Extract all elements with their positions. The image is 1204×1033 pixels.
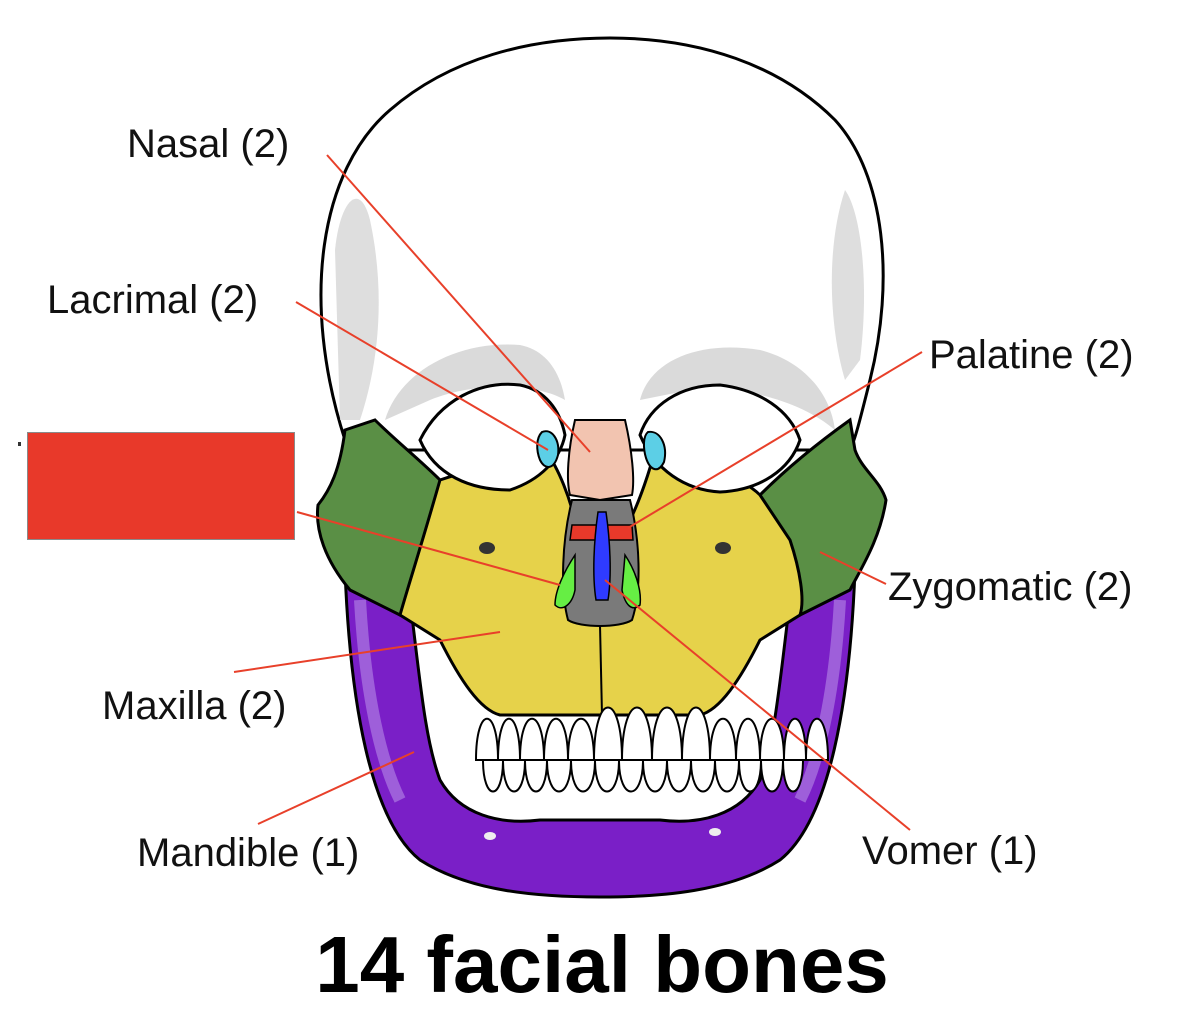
lower-tooth <box>501 759 527 793</box>
upper-tooth <box>474 717 500 761</box>
leader-zygomatic <box>819 551 887 585</box>
lower-tooth <box>617 759 645 793</box>
teeth <box>474 706 830 793</box>
diagram-title: 14 facial bones <box>315 920 889 1009</box>
lower-tooth <box>481 759 505 793</box>
lower-tooth <box>689 759 717 793</box>
foramen-right <box>715 542 731 554</box>
stray-mark <box>18 442 21 446</box>
lower-tooth <box>641 759 669 793</box>
concha-right <box>621 552 642 609</box>
nasal-bone <box>566 419 635 502</box>
mandible-highlight-left <box>354 599 406 803</box>
label-vomer: Vomer (1) <box>862 829 1038 873</box>
foramen-left <box>479 542 495 554</box>
label-palatine: Palatine (2) <box>929 333 1134 377</box>
label-lacrimal: Lacrimal (2) <box>47 278 259 322</box>
lower-tooth <box>545 759 573 793</box>
upper-tooth <box>542 717 570 761</box>
brow-shade-left <box>385 344 565 420</box>
orbit-left <box>418 382 567 492</box>
label-maxilla: Maxilla (2) <box>102 684 287 728</box>
lacrimal-right <box>642 430 666 471</box>
orbit-right <box>638 383 802 494</box>
upper-tooth <box>496 717 522 761</box>
lower-tooth <box>569 759 597 793</box>
mental-foramen-right <box>709 828 721 836</box>
leader-nasal <box>326 154 591 453</box>
lower-tooth <box>781 759 805 793</box>
lower-tooth <box>713 759 741 793</box>
mandible-highlight-right <box>794 599 846 803</box>
cranium-shade-left <box>335 198 379 420</box>
mental-foramen-left <box>484 832 496 840</box>
concha-left <box>554 552 576 609</box>
lower-tooth <box>593 759 621 793</box>
lower-tooth <box>523 759 549 793</box>
midline-suture <box>599 624 603 716</box>
label-nasal: Nasal (2) <box>127 122 290 166</box>
leader-palatine <box>627 351 923 529</box>
label-zygomatic: Zygomatic (2) <box>888 565 1133 609</box>
vomer-bone <box>593 511 611 601</box>
upper-tooth <box>518 717 546 761</box>
cranium <box>319 36 885 452</box>
leader-maxilla <box>233 631 501 673</box>
mandible-bone <box>343 567 857 899</box>
leader-concha <box>296 511 561 586</box>
upper-tooth <box>708 717 738 761</box>
redaction-box <box>27 432 295 540</box>
lower-tooth <box>665 759 693 793</box>
leader-lines <box>233 154 923 831</box>
cranium-shade-right <box>831 190 865 380</box>
label-mandible: Mandible (1) <box>137 831 360 875</box>
leader-vomer <box>604 579 911 831</box>
leader-mandible <box>257 751 415 825</box>
upper-tooth <box>566 717 596 761</box>
leader-lacrimal <box>295 301 549 451</box>
upper-tooth <box>734 717 762 761</box>
